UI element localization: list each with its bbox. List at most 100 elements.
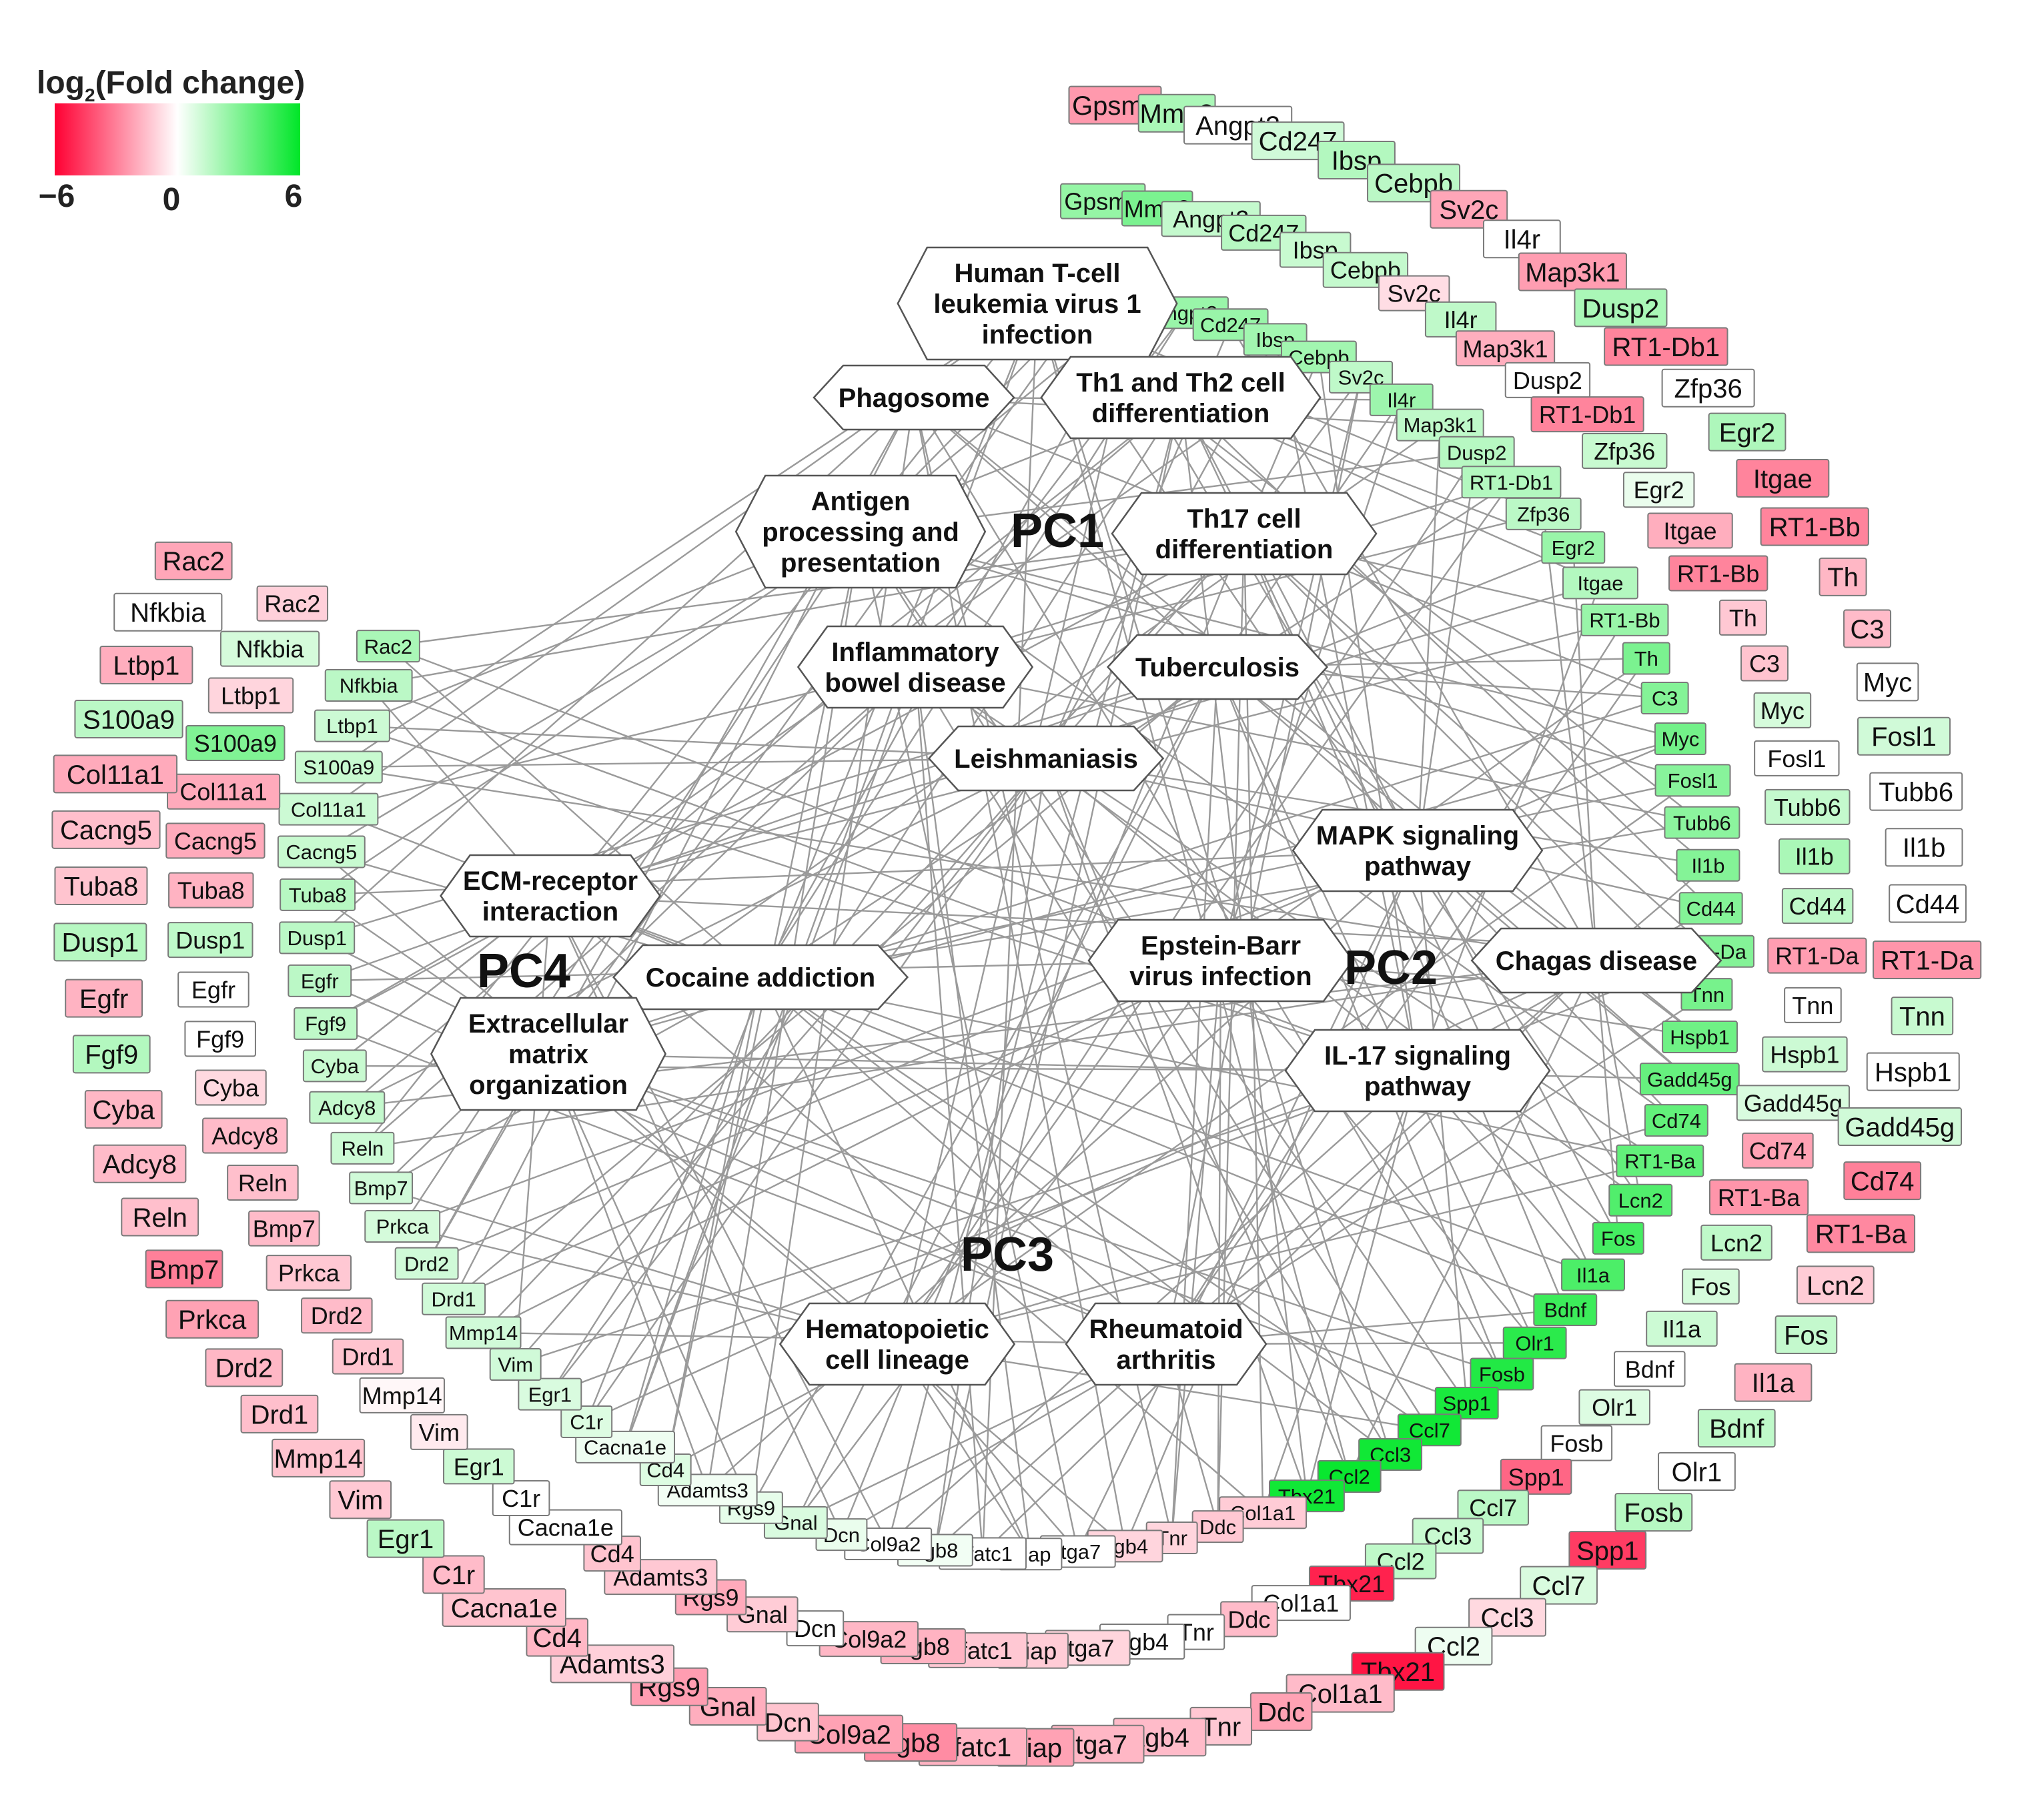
gene-node[interactable]: Ccl7: [1397, 1413, 1462, 1447]
gene-node[interactable]: Drd1: [240, 1394, 319, 1433]
gene-node[interactable]: Prkca: [266, 1255, 352, 1291]
gene-node[interactable]: Bmp7: [145, 1249, 223, 1289]
gene-node[interactable]: RT1-Ba: [1806, 1214, 1916, 1253]
gene-node[interactable]: Rac2: [256, 585, 329, 622]
gene-node[interactable]: Lcn2: [1700, 1224, 1772, 1261]
gene-node[interactable]: Egfr: [65, 979, 143, 1018]
gene-node[interactable]: Gnal: [688, 1686, 767, 1726]
gene-node[interactable]: Tnn: [1784, 987, 1842, 1023]
gene-node[interactable]: Tuba8: [280, 878, 356, 911]
gene-node[interactable]: Cacna1e: [442, 1588, 566, 1628]
gene-node[interactable]: Cd44: [1781, 888, 1854, 925]
gene-node[interactable]: RT1-Da: [1873, 940, 1982, 979]
gene-node[interactable]: Drd2: [301, 1297, 373, 1334]
gene-node[interactable]: Th: [1819, 557, 1867, 596]
gene-node[interactable]: Drd2: [205, 1348, 284, 1387]
gene-node[interactable]: Egfr: [177, 971, 249, 1008]
gene-node[interactable]: Egr2: [1622, 472, 1695, 508]
gene-node[interactable]: Ccl3: [1468, 1598, 1546, 1637]
gene-node[interactable]: Cacna1e: [508, 1509, 622, 1546]
gene-node[interactable]: Dcn: [756, 1702, 819, 1742]
gene-node[interactable]: Itga7: [1045, 1630, 1131, 1666]
gene-node[interactable]: Gadd45g: [1639, 1063, 1740, 1096]
gene-node[interactable]: C1r: [492, 1480, 550, 1517]
gene-node[interactable]: Spp1: [1434, 1387, 1499, 1420]
gene-node[interactable]: Map3k1: [1396, 408, 1484, 442]
gene-node[interactable]: Vim: [329, 1480, 392, 1520]
gene-node[interactable]: Rac2: [154, 541, 233, 580]
gene-node[interactable]: Il1b: [1778, 838, 1851, 874]
gene-node[interactable]: Egr2: [1541, 531, 1606, 564]
gene-node[interactable]: Il1b: [1885, 828, 1963, 867]
gene-node[interactable]: RT1-Ba: [1616, 1144, 1704, 1177]
gene-node[interactable]: Tubb6: [1869, 772, 1963, 811]
gene-node[interactable]: Cyba: [195, 1069, 267, 1106]
gene-node[interactable]: Spp1: [1500, 1458, 1572, 1495]
gene-node[interactable]: Vim: [410, 1413, 468, 1450]
gene-node[interactable]: Bdnf: [1533, 1293, 1598, 1327]
gene-node[interactable]: Tubb6: [1764, 788, 1851, 825]
gene-node[interactable]: Bdnf: [1614, 1351, 1686, 1387]
gene-node[interactable]: Hspb1: [1762, 1036, 1848, 1073]
gene-node[interactable]: Ltbp1: [207, 677, 294, 714]
gene-node[interactable]: Reln: [330, 1131, 395, 1165]
gene-node[interactable]: Itgae: [1562, 566, 1638, 600]
gene-node[interactable]: Myc: [1856, 662, 1919, 702]
gene-node[interactable]: Ccl7: [1520, 1566, 1598, 1605]
gene-node[interactable]: Dusp2: [1504, 362, 1591, 398]
gene-node[interactable]: Dusp2: [1574, 288, 1668, 328]
gene-node[interactable]: Olr1: [1578, 1389, 1650, 1425]
gene-node[interactable]: Sv2c: [1430, 189, 1508, 229]
gene-node[interactable]: Fos: [1774, 1315, 1838, 1354]
gene-node[interactable]: Drd1: [332, 1338, 404, 1375]
gene-node[interactable]: C3: [1740, 645, 1789, 682]
gene-node[interactable]: Il1a: [1561, 1258, 1626, 1291]
gene-node[interactable]: Ccl7: [1457, 1489, 1529, 1526]
gene-node[interactable]: Egfr: [288, 964, 352, 997]
gene-node[interactable]: RT1-Da: [1767, 937, 1867, 974]
gene-node[interactable]: Egr2: [1708, 412, 1786, 452]
gene-node[interactable]: Mmp14: [359, 1377, 445, 1413]
gene-node[interactable]: RT1-Bb: [1760, 507, 1869, 546]
gene-node[interactable]: Fgf9: [294, 1007, 358, 1040]
gene-node[interactable]: Gadd45g: [1837, 1107, 1963, 1147]
gene-node[interactable]: Hspb1: [1662, 1021, 1738, 1054]
gene-node[interactable]: Ddc: [1191, 1510, 1244, 1544]
gene-node[interactable]: Bdnf: [1697, 1409, 1776, 1448]
gene-node[interactable]: Ddc: [1220, 1601, 1278, 1638]
gene-node[interactable]: Gadd45g: [1736, 1085, 1850, 1121]
gene-node[interactable]: RT1-Db1: [1604, 327, 1728, 366]
gene-node[interactable]: Tubb6: [1664, 806, 1740, 839]
gene-node[interactable]: Ccl3: [1412, 1518, 1484, 1554]
pathway-node[interactable]: Leishmaniasis: [927, 725, 1165, 792]
gene-node[interactable]: Tnn: [1891, 997, 1954, 1036]
gene-node[interactable]: RT1-Bb: [1668, 555, 1768, 592]
gene-node[interactable]: Map3k1: [1455, 330, 1556, 367]
gene-node[interactable]: Vim: [489, 1348, 542, 1381]
gene-node[interactable]: Cd44: [1889, 884, 1967, 923]
pathway-node[interactable]: Phagosome: [813, 364, 1015, 431]
gene-node[interactable]: Tuba8: [168, 872, 254, 909]
gene-node[interactable]: Th: [1622, 642, 1670, 675]
gene-node[interactable]: Bmp7: [248, 1210, 320, 1247]
gene-node[interactable]: C3: [1640, 681, 1689, 714]
gene-node[interactable]: Il1a: [1646, 1310, 1718, 1347]
gene-node[interactable]: Tuba8: [54, 866, 148, 905]
gene-node[interactable]: Rac2: [356, 630, 420, 663]
gene-node[interactable]: Drd2: [394, 1247, 459, 1280]
gene-node[interactable]: Cd74: [1843, 1161, 1922, 1201]
gene-node[interactable]: Cyba: [302, 1049, 367, 1083]
gene-node[interactable]: Fosb: [1470, 1357, 1534, 1391]
gene-node[interactable]: Hspb1: [1866, 1052, 1960, 1091]
gene-node[interactable]: Olr1: [1658, 1452, 1736, 1491]
gene-node[interactable]: Bmp7: [349, 1171, 414, 1205]
gene-node[interactable]: Fosl1: [1654, 764, 1731, 797]
gene-node[interactable]: Fosl1: [1857, 716, 1951, 756]
gene-node[interactable]: Olr1: [1502, 1326, 1567, 1359]
gene-node[interactable]: Col11a1: [167, 773, 281, 810]
gene-node[interactable]: C1r: [422, 1555, 485, 1594]
